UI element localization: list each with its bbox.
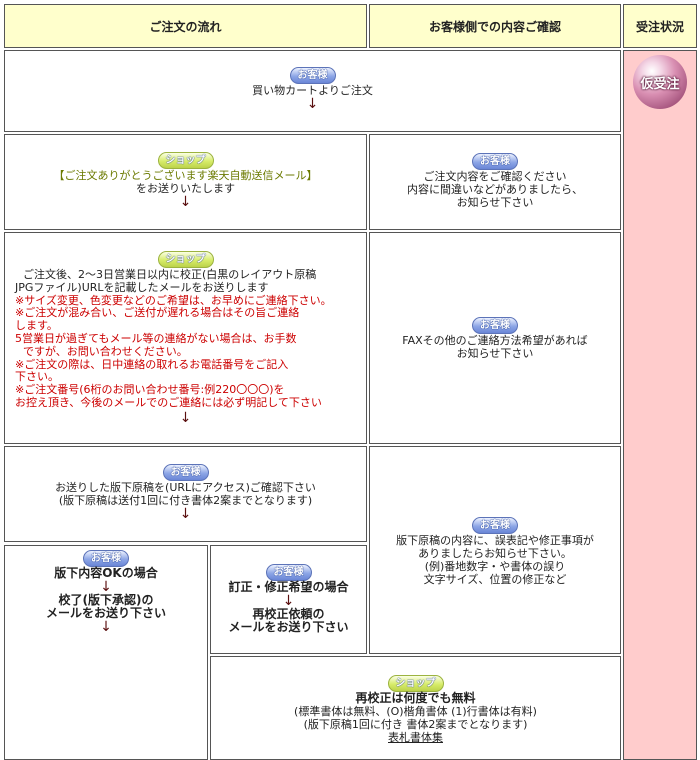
arrow-down-icon: ↓ [306,96,319,112]
status-label: 仮受注 [640,76,680,92]
header-customer-confirm-label: お客様側での内容ご確認 [428,19,561,34]
arrow-down-icon: ↓ [100,619,112,635]
proof-errors-line: ありましたらお知らせ下さい。 [418,547,572,560]
confirm-order-line: ご注文内容をご確認ください [423,170,567,183]
shop-badge: ショップ [157,251,214,268]
arrow-down-icon: ↓ [100,579,112,595]
proof-line: ご注文後、2〜3日営業日以内に校正(白黒のレイアウト原稿 [23,268,317,281]
proof-ok-title: 版下内容OKの場合 [54,566,158,580]
customer-badge: お客様 [289,67,336,84]
step-reproof: ショップ 再校正は何度でも無料 (標準書体は無料、(O)楷角書体 (1)行書体は… [210,656,621,760]
proof-fix-title: 訂正・修正希望の場合 [228,580,349,594]
confirm-order-line: お知らせ下さい [456,196,534,209]
proof-warning-line: お控え頂き、今後のメールでのご連絡には必ず明記して下さい [15,395,322,409]
status-badge: 仮受注 [633,55,687,109]
proof-ok-line: メールをお送り下さい [45,606,166,620]
proof-warning-line: します。 [15,319,58,333]
confirm-contact-method: お客様 FAXその他のご連絡方法希望があれば お知らせ下さい [369,232,621,444]
proof-warning-line: ※ご注文の際は、日中連絡の取れるお電話番号をご記入 [15,357,289,371]
customer-badge: お客様 [472,317,518,334]
header-customer-confirm: お客様側での内容ご確認 [369,4,621,48]
proof-warning-line: ですが、お問い合わせください。 [23,344,188,358]
customer-badge: お客様 [472,153,518,170]
arrow-down-icon: ↓ [179,410,192,426]
proof-errors-line: (例)番地数字・や書体の誤り [424,560,566,573]
proof-fix-line: 再校正依頼の [252,607,325,621]
font-catalog-link[interactable]: 表札書体集 [388,731,443,744]
proof-warning-line: ※ご注文番号(6桁のお問い合わせ番号:例220〇〇〇)を [15,383,285,397]
branch-proof-ok: お客様 版下内容OKの場合 ↓ 校了(版下承認)の メールをお送り下さい ↓ [4,545,208,760]
auto-mail-text: をお送りいたします [136,182,235,195]
header-order-flow-label: ご注文の流れ [149,19,222,34]
step-cart-order-text: 買い物カートよりご注文 [252,84,373,97]
proof-warning-line: ※ご注文が混み合い、ご送付が遅れる場合はその旨ご連絡 [15,306,300,320]
confirm-order-line: 内容に間違いなどがありましたら、 [407,183,583,196]
proof-mail-text: ご注文後、2〜3日営業日以内に校正(白黒のレイアウト原稿 JPGファイル)URL… [15,268,332,410]
branch-proof-fix: お客様 訂正・修正希望の場合 ↓ 再校正依頼の メールをお送り下さい [210,545,367,654]
proof-ok-line: 校了(版下承認)の [58,593,154,607]
reproof-line: (版下原稿1回に付き 書体2案までとなります) [303,718,528,731]
proof-line: JPGファイル)URLを記載したメールをお送りします [15,280,269,294]
proof-errors-line: 版下原稿の内容に、誤表記や修正事項が [396,534,594,547]
check-proof-line: (版下原稿は送付1回に付き書体2案までとなります) [58,494,313,507]
header-order-status: 受注状況 [623,4,697,48]
arrow-down-icon: ↓ [179,194,192,210]
customer-badge: お客様 [162,464,209,481]
status-column: 仮受注 [623,50,697,760]
auto-mail-title: 【ご注文ありがとうございます楽天自動送信メール】 [53,169,318,182]
customer-badge: お客様 [265,564,312,581]
header-order-status-label: 受注状況 [635,19,684,34]
contact-method-line: お知らせ下さい [456,347,534,360]
proof-fix-line: メールをお送り下さい [228,620,349,634]
proof-warning-line: 5営業日が過ぎてもメール等の連絡がない場合は、お手数 [15,331,297,345]
step-cart-order: お客様 買い物カートよりご注文 ↓ [4,50,621,132]
step-check-proof: お客様 お送りした版下原稿を(URLにアクセス)ご確認下さい (版下原稿は送付1… [4,446,367,542]
step-proof-mail: ショップ ご注文後、2〜3日営業日以内に校正(白黒のレイアウト原稿 JPGファイ… [4,232,367,444]
confirm-proof-errors: お客様 版下原稿の内容に、誤表記や修正事項が ありましたらお知らせ下さい。 (例… [369,446,621,654]
proof-warning-line: ※サイズ変更、色変更などのご希望は、お早めにご連絡下さい。 [15,293,332,307]
contact-method-line: FAXその他のご連絡方法希望があれば [402,334,588,347]
shop-badge: ショップ [387,675,444,692]
shop-badge: ショップ [157,152,214,169]
arrow-down-icon: ↓ [282,593,295,609]
confirm-order-content: お客様 ご注文内容をご確認ください 内容に間違いなどがありましたら、 お知らせ下… [369,134,621,230]
customer-badge: お客様 [472,517,518,534]
reproof-line: (標準書体は無料、(O)楷角書体 (1)行書体は有料) [294,705,537,718]
header-order-flow: ご注文の流れ [4,4,367,48]
check-proof-line: お送りした版下原稿を(URLにアクセス)ご確認下さい [55,481,316,494]
arrow-down-icon: ↓ [179,506,192,522]
proof-warning-line: 下さい。 [15,370,59,384]
step-auto-mail: ショップ 【ご注文ありがとうございます楽天自動送信メール】 をお送りいたします … [4,134,367,230]
proof-errors-line: 文字サイズ、位置の修正など [423,573,567,586]
customer-badge: お客様 [83,550,129,567]
reproof-title: 再校正は何度でも無料 [355,691,476,705]
